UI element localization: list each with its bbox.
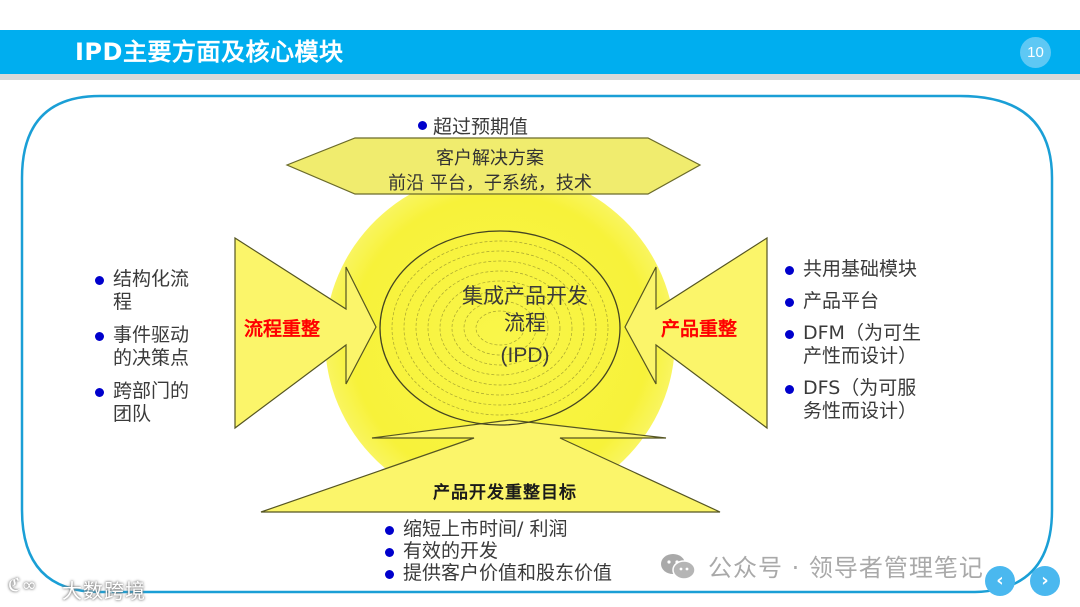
list-item: 结构化流程 — [95, 268, 215, 314]
hexagon-subtitle: 前沿 平台，子系统，技术 — [388, 173, 592, 194]
page-number-badge: 10 — [1020, 37, 1051, 68]
list-item: 跨部门的团队 — [95, 380, 215, 426]
list-item: 产品平台 — [785, 290, 955, 313]
slide-title: IPD主要方面及核心模块 — [75, 38, 344, 66]
right-arrow-shape — [624, 236, 768, 430]
bullet-dot-icon — [418, 121, 427, 130]
list-item: DFM（为可生产性而设计） — [785, 322, 955, 368]
next-slide-button[interactable]: › — [1030, 566, 1060, 596]
process-reengineering-label: 流程重整 — [244, 318, 321, 340]
glow-circle — [325, 170, 675, 510]
goal-label: 产品开发重整目标 — [433, 483, 577, 503]
center-title: 集成产品开发 — [462, 284, 588, 308]
bullet-dot-icon — [95, 332, 104, 341]
bullet-dot-icon — [385, 570, 394, 579]
list-item: 事件驱动的决策点 — [95, 324, 215, 370]
title-bar — [0, 30, 1080, 74]
bullet-dot-icon — [385, 548, 394, 557]
list-item: DFS（为可服务性而设计） — [785, 377, 955, 423]
bullet-dot-icon — [785, 330, 794, 339]
bullet-dot-icon — [785, 266, 794, 275]
product-reengineering-label: 产品重整 — [661, 318, 738, 340]
content-frame — [20, 94, 1054, 594]
wechat-watermark: 公众号 · 领导者管理笔记 — [708, 554, 984, 582]
top-bullet-item: 超过预期值 — [418, 112, 528, 139]
center-abbreviation: (IPD) — [500, 344, 550, 367]
bottom-arrow-shape — [260, 419, 721, 513]
right-bullet-list: 共用基础模块 产品平台 DFM（为可生产性而设计） DFS（为可服务性而设计） — [785, 258, 955, 432]
bottom-bullet-list: 缩短上市时间/ 利润 有效的开发 提供客户价值和股东价值 — [385, 518, 685, 584]
bullet-dot-icon — [95, 276, 104, 285]
list-item: 提供客户价值和股东价值 — [385, 562, 685, 584]
center-ellipse — [379, 230, 621, 426]
bullet-dot-icon — [785, 298, 794, 307]
title-bar-divider — [0, 74, 1080, 80]
bottom-left-watermark: 大数跨境 — [62, 579, 146, 603]
list-item: 共用基础模块 — [785, 258, 955, 281]
wechat-icon — [661, 554, 696, 580]
top-hexagon — [285, 137, 702, 195]
hexagon-title: 客户解决方案 — [436, 148, 544, 169]
left-arrow-shape — [234, 236, 377, 430]
watermark-logo-icon: ℭ∞ — [8, 575, 38, 596]
bullet-dot-icon — [785, 385, 794, 394]
center-title-line2: 流程 — [504, 311, 546, 335]
bullet-dot-icon — [385, 526, 394, 535]
list-item: 缩短上市时间/ 利润 — [385, 518, 685, 540]
left-bullet-list: 结构化流程 事件驱动的决策点 跨部门的团队 — [95, 268, 215, 436]
previous-slide-button[interactable]: ‹ — [985, 566, 1015, 596]
bullet-dot-icon — [95, 388, 104, 397]
list-item: 有效的开发 — [385, 540, 685, 562]
